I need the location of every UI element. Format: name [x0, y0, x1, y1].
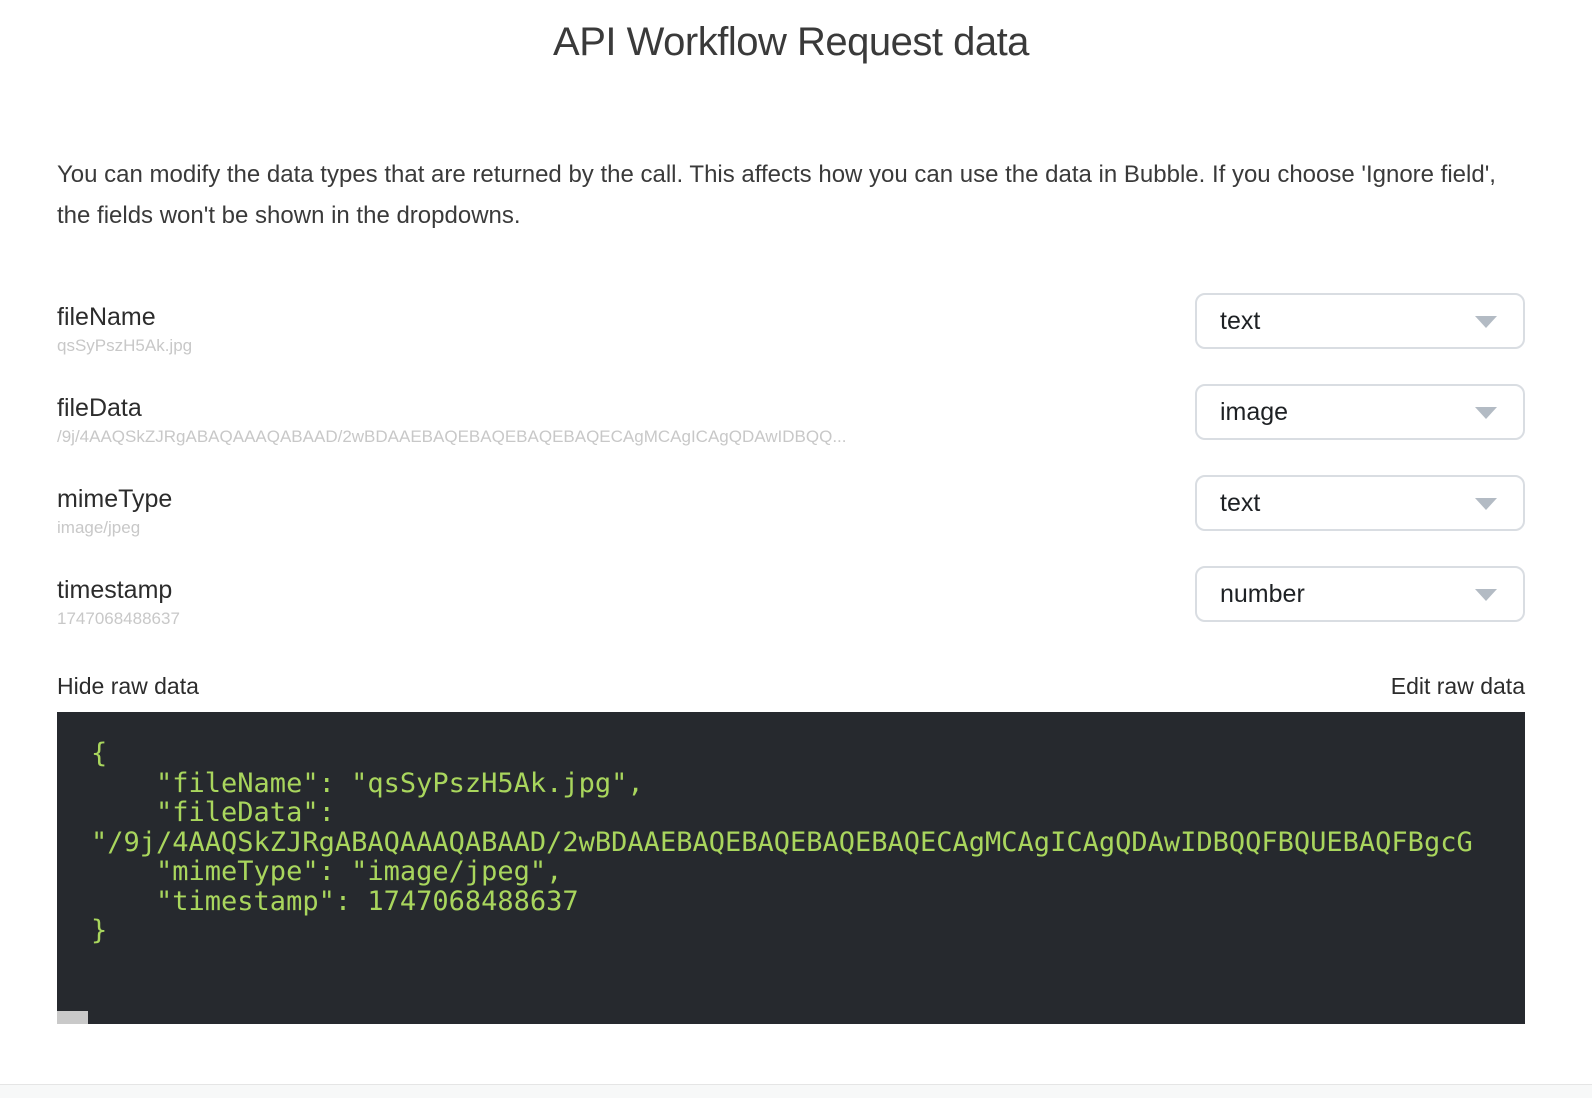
code-line: "mimeType": "image/jpeg", — [91, 856, 563, 887]
timestamp-type-dropdown[interactable]: number — [1195, 566, 1525, 622]
field-row-mimetype: mimeType image/jpeg text — [57, 475, 1525, 566]
filename-type-dropdown[interactable]: text — [1195, 293, 1525, 349]
footer-spacer — [0, 1024, 1592, 1084]
field-list: fileName qsSyPszH5Ak.jpg text fileData /… — [57, 293, 1525, 657]
field-label-mimetype: mimeType — [57, 485, 173, 513]
field-label-filedata: fileData — [57, 394, 142, 422]
field-value-mimetype: image/jpeg — [57, 518, 141, 537]
field-row-timestamp: timestamp 1747068488637 number — [57, 566, 1525, 657]
mimetype-type-dropdown[interactable]: text — [1195, 475, 1525, 531]
chevron-down-icon — [1475, 589, 1497, 601]
field-label-filename: fileName — [57, 303, 156, 331]
code-line: } — [91, 915, 108, 946]
edit-raw-data-link[interactable]: Edit raw data — [1390, 672, 1525, 699]
chevron-down-icon — [1475, 498, 1497, 510]
code-line: "timestamp": 1747068488637 — [91, 885, 579, 917]
chevron-down-icon — [1475, 407, 1497, 419]
api-workflow-request-dialog: API Workflow Request data You can modify… — [0, 16, 1592, 1024]
filename-type-selected: text — [1220, 306, 1261, 335]
raw-data-links: Hide raw data Edit raw data — [57, 671, 1525, 701]
mimetype-type-selected: text — [1220, 488, 1261, 517]
code-line: { — [91, 738, 108, 769]
description-text: You can modify the data types that are r… — [57, 161, 1496, 229]
horizontal-scrollbar-thumb[interactable] — [57, 1011, 88, 1024]
field-value-timestamp: 1747068488637 — [57, 609, 180, 628]
page-title: API Workflow Request data — [553, 20, 1029, 64]
code-line: "/9j/4AAQSkZJRgABAQAAAQABAAD/2wBDAAEBAQE… — [91, 826, 1473, 858]
field-row-filename: fileName qsSyPszH5Ak.jpg text — [57, 293, 1525, 384]
timestamp-type-selected: number — [1220, 579, 1305, 608]
raw-data-editor[interactable]: { "fileName": "qsSyPszH5Ak.jpg", "fileDa… — [57, 712, 1525, 1024]
chevron-down-icon — [1475, 316, 1497, 328]
filedata-type-selected: image — [1220, 397, 1289, 426]
bottom-divider — [0, 1084, 1592, 1098]
code-line: "fileName": "qsSyPszH5Ak.jpg", — [91, 767, 644, 799]
field-row-filedata: fileData /9j/4AAQSkZJRgABAQAAAQABAAD/2wB… — [57, 384, 1525, 475]
field-label-timestamp: timestamp — [57, 576, 173, 604]
field-value-filedata: /9j/4AAQSkZJRgABAQAAAQABAAD/2wBDAAEBAQEB… — [57, 427, 847, 446]
filedata-type-dropdown[interactable]: image — [1195, 384, 1525, 440]
code-line: "fileData": — [91, 797, 335, 828]
field-value-filename: qsSyPszH5Ak.jpg — [57, 336, 193, 355]
hide-raw-data-link[interactable]: Hide raw data — [57, 672, 199, 699]
